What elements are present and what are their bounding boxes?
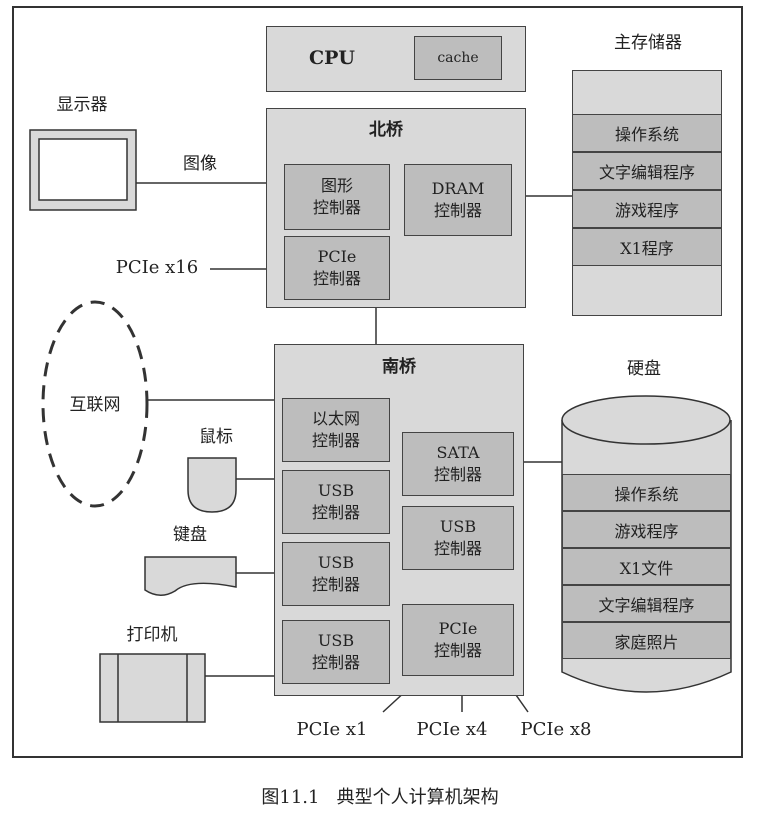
printer-shape <box>99 653 206 723</box>
image-link-label: 图像 <box>183 154 217 174</box>
disk-row-game: 游戏程序 <box>562 511 731 548</box>
disk-row-photos: 家庭照片 <box>562 622 731 659</box>
disk-row-editor: 文字编辑程序 <box>562 585 731 622</box>
dram-controller: DRAM 控制器 <box>404 164 512 236</box>
south-bridge-title: 南桥 <box>382 357 416 377</box>
figure-caption: 图11.1 典型个人计算机架构 <box>261 787 499 808</box>
north-pcie-controller: PCIe 控制器 <box>284 236 390 300</box>
graphics-controller: 图形 控制器 <box>284 164 390 230</box>
keyboard-shape <box>144 556 237 596</box>
disk-title: 硬盘 <box>627 359 661 379</box>
diagram-frame <box>12 6 743 758</box>
pcie-x8-label: PCIe x8 <box>520 719 592 740</box>
usb-controller-1: USB 控制器 <box>282 470 390 534</box>
internet-label: 互联网 <box>69 395 121 415</box>
north-bridge-title: 北桥 <box>369 120 403 140</box>
south-pcie-controller: PCIe 控制器 <box>402 604 514 676</box>
pcie-x1-label: PCIe x1 <box>296 719 368 740</box>
mouse-shape <box>187 457 237 513</box>
display-label: 显示器 <box>56 95 108 115</box>
cache-box: cache <box>414 36 502 80</box>
disk-row-os: 操作系统 <box>562 474 731 511</box>
cpu-label: CPU <box>309 47 355 69</box>
pcie-x16-label: PCIe x16 <box>115 257 199 278</box>
internet-cloud-shape <box>41 300 149 508</box>
memory-row-os: 操作系统 <box>572 114 722 152</box>
printer-label: 打印机 <box>126 625 178 645</box>
memory-row-editor: 文字编辑程序 <box>572 152 722 190</box>
keyboard-label: 键盘 <box>173 525 207 545</box>
usb-controller-4: USB 控制器 <box>402 506 514 570</box>
memory-row-x1: X1程序 <box>572 228 722 266</box>
usb-controller-2: USB 控制器 <box>282 542 390 606</box>
main-memory-title: 主存储器 <box>614 33 682 53</box>
disk-row-x1-file: X1文件 <box>562 548 731 585</box>
ethernet-controller: 以太网 控制器 <box>282 398 390 462</box>
pcie-x4-label: PCIe x4 <box>416 719 488 740</box>
usb-controller-3: USB 控制器 <box>282 620 390 684</box>
mouse-label: 鼠标 <box>199 427 233 447</box>
memory-row-game: 游戏程序 <box>572 190 722 228</box>
sata-controller: SATA 控制器 <box>402 432 514 496</box>
